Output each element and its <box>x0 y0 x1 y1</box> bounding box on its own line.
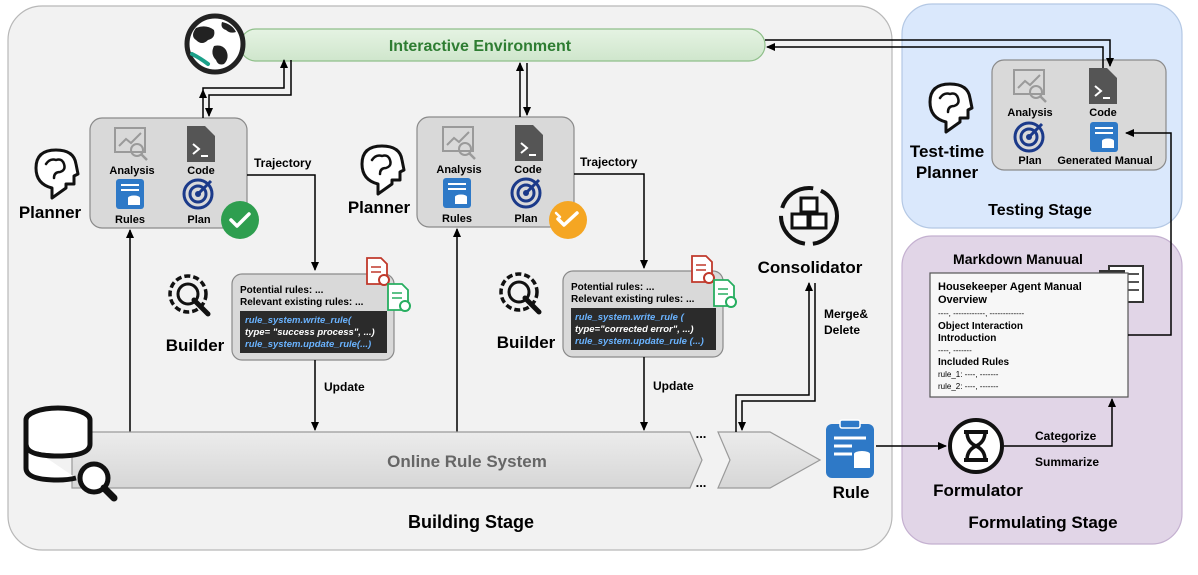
code-label: Code <box>187 165 215 177</box>
manual-overview: Overview <box>938 294 987 306</box>
formulator-label: Formulator <box>933 481 1023 500</box>
online-rule-system-label: Online Rule System <box>387 452 547 471</box>
analysis-icon <box>114 127 148 161</box>
analysis-icon-2 <box>442 126 476 160</box>
plan-label: Plan <box>187 214 211 226</box>
manual-rule-1: rule_1: ----, ------- <box>938 370 999 379</box>
builder-2-code-line-3: rule_system.update_rule (...) <box>575 336 704 347</box>
manual-overview-body: ----, ------------, ------------- <box>938 309 1024 318</box>
rules-label-2: Rules <box>442 213 472 225</box>
builder-1-existing-rules: Relevant existing rules: ... <box>240 297 364 308</box>
delete-label: Delete <box>824 323 860 337</box>
builder-1-code-line-1: rule_system.write_rule( <box>245 315 353 326</box>
builder-2-potential-rules: Potential rules: ... <box>571 282 655 293</box>
plan-target-icon-test <box>1013 121 1045 153</box>
success-check-icon <box>221 201 259 239</box>
builder-2-existing-rules: Relevant existing rules: ... <box>571 294 695 305</box>
update-label-2: Update <box>653 379 694 393</box>
planner-label: Planner <box>19 203 82 222</box>
consolidator-label: Consolidator <box>758 258 863 277</box>
rules-label: Rules <box>115 214 145 226</box>
planner-label-2: Planner <box>348 198 411 217</box>
test-time-planner-label: Planner <box>916 163 979 182</box>
builder-1-code-block <box>240 311 387 353</box>
document-gear-green-icon-2 <box>713 279 737 308</box>
builder-2-code-line-1: rule_system.write_rule ( <box>575 312 686 323</box>
rules-database-icon <box>116 179 144 209</box>
online-rule-system-arrow-tail <box>717 431 822 489</box>
builder-1-potential-rules: Potential rules: ... <box>240 285 324 296</box>
rule-clipboard-icon <box>826 419 874 478</box>
document-gear-red-icon <box>366 257 390 286</box>
rule-label: Rule <box>833 483 870 502</box>
formulator-hourglass-icon <box>948 418 1004 474</box>
builder-1-code-line-3: rule_system.update_rule(...) <box>245 339 371 350</box>
generated-manual-label: Generated Manual <box>1057 155 1152 167</box>
trajectory-label-1: Trajectory <box>254 156 312 170</box>
planner-head-icon <box>34 148 80 200</box>
builder-2-code-line-2: type="corrected error", ...) <box>575 324 694 335</box>
plan-label-test: Plan <box>1018 155 1042 167</box>
corrected-check-icon <box>549 201 587 239</box>
plan-target-icon <box>182 178 214 210</box>
code-icon-test <box>1089 68 1117 104</box>
testing-stage-title: Testing Stage <box>988 202 1092 219</box>
builder-2-code-block <box>571 308 716 350</box>
analysis-icon-test <box>1013 69 1047 103</box>
formulating-stage-title: Formulating Stage <box>968 513 1117 532</box>
analysis-label-test: Analysis <box>1007 107 1052 119</box>
code-label-test: Code <box>1089 107 1117 119</box>
builder-1-code-line-2: type= "success process", ...) <box>245 327 375 338</box>
manual-included-rules: Included Rules <box>938 357 1010 368</box>
manual-object-interaction: Object Interaction <box>938 321 1023 332</box>
document-gear-green-icon <box>387 283 411 312</box>
update-label-1: Update <box>324 380 365 394</box>
code-icon-2 <box>515 125 543 161</box>
ellipsis-top: ... <box>696 426 707 441</box>
generated-manual-icon <box>1090 122 1118 152</box>
document-gear-red-icon-2 <box>691 255 715 284</box>
summarize-label: Summarize <box>1035 455 1099 469</box>
manual-rule-2: rule_2: ----, ------- <box>938 382 999 391</box>
manual-introduction: Introduction <box>938 333 996 344</box>
merge-label: Merge& <box>824 307 868 321</box>
database-search-icon <box>23 405 118 502</box>
manual-title: Housekeeper Agent Manual <box>938 281 1082 293</box>
categorize-label: Categorize <box>1035 429 1097 443</box>
globe-icon <box>184 13 246 75</box>
test-time-planner-head-icon <box>928 82 974 134</box>
plan-target-icon-2 <box>510 177 542 209</box>
markdown-manual-label: Markdown Manuual <box>953 251 1083 267</box>
code-label-2: Code <box>514 164 542 176</box>
manual-introduction-body: ----, ------- <box>938 346 972 355</box>
builder-label-2: Builder <box>497 333 556 352</box>
rules-database-icon-2 <box>443 178 471 208</box>
plan-label-2: Plan <box>514 213 538 225</box>
code-icon <box>187 126 215 162</box>
interactive-environment-label: Interactive Environment <box>389 38 572 55</box>
analysis-label: Analysis <box>109 165 154 177</box>
builder-label-1: Builder <box>166 336 225 355</box>
trajectory-label-2: Trajectory <box>580 155 638 169</box>
test-time-label: Test-time <box>910 142 984 161</box>
analysis-label-2: Analysis <box>436 164 481 176</box>
building-stage-title: Building Stage <box>408 512 534 532</box>
planner-head-icon-2 <box>360 144 406 196</box>
ellipsis-bottom: ... <box>696 475 707 490</box>
builder-gear-wrench-icon <box>168 274 211 317</box>
builder-gear-wrench-icon-2 <box>499 272 542 315</box>
consolidator-boxes-icon <box>779 186 839 246</box>
